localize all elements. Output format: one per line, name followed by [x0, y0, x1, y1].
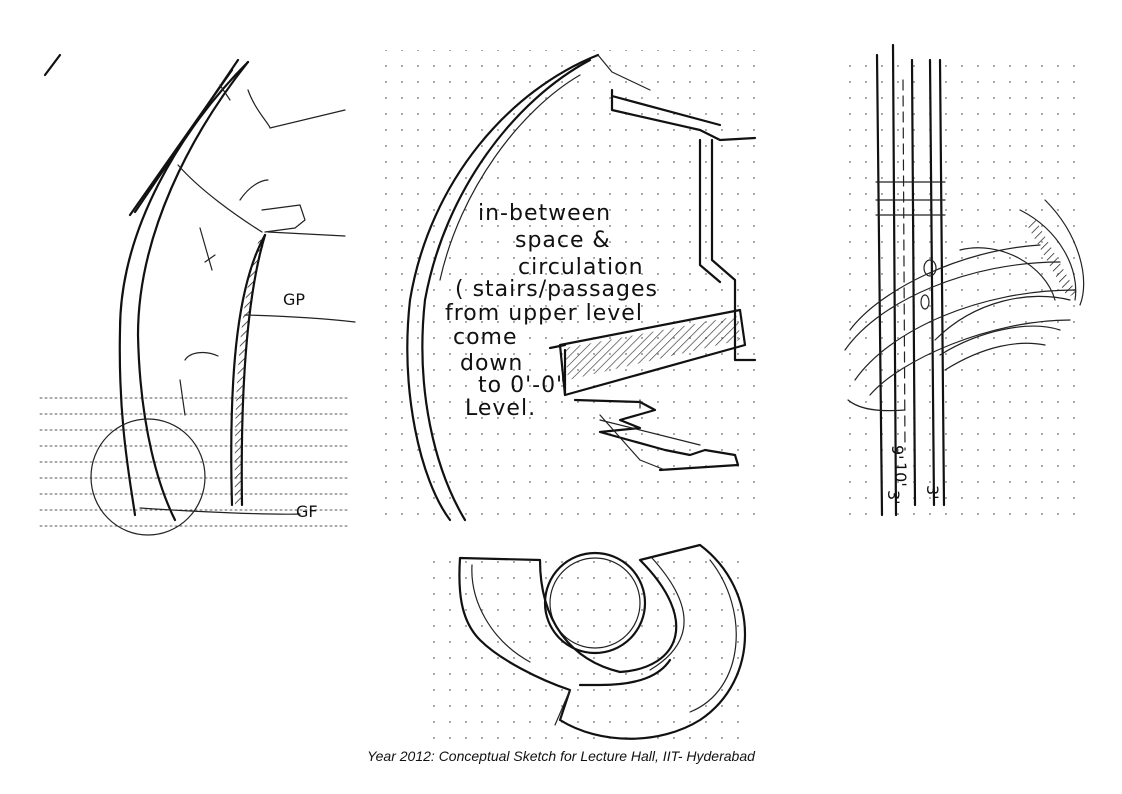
- dimension-label-d: 3': [884, 490, 903, 505]
- note-line-5: from upper level: [445, 301, 643, 326]
- note-line-9: Level.: [465, 396, 536, 421]
- figure-caption: Year 2012: Conceptual Sketch for Lecture…: [367, 748, 755, 764]
- note-line-6: come: [453, 325, 518, 350]
- note-line-2: space &: [515, 228, 611, 253]
- bottom-circular-plan-sketch: [425, 543, 747, 740]
- note-line-4: ( stairs/passages: [455, 277, 658, 302]
- circulation-notes: in-between space & circulation ( stairs/…: [445, 201, 658, 421]
- note-line-1: in-between: [478, 201, 611, 226]
- dimension-label-a: 9': [888, 445, 907, 460]
- note-line-7: down: [460, 351, 523, 376]
- dimension-label-b: 10': [891, 462, 910, 487]
- middle-circulation-sketch: in-between space & circulation ( stairs/…: [378, 50, 757, 522]
- right-plan-sketch: 9' 10' 3' 3': [843, 43, 1085, 520]
- left-section-sketch: GP GF: [39, 53, 356, 536]
- dimension-label-c: 3': [923, 485, 942, 500]
- note-line-3: circulation: [518, 255, 644, 280]
- ground-level-label: GF: [296, 502, 318, 521]
- note-line-8: to 0'-0": [478, 373, 567, 398]
- upper-level-label: GP: [283, 290, 305, 309]
